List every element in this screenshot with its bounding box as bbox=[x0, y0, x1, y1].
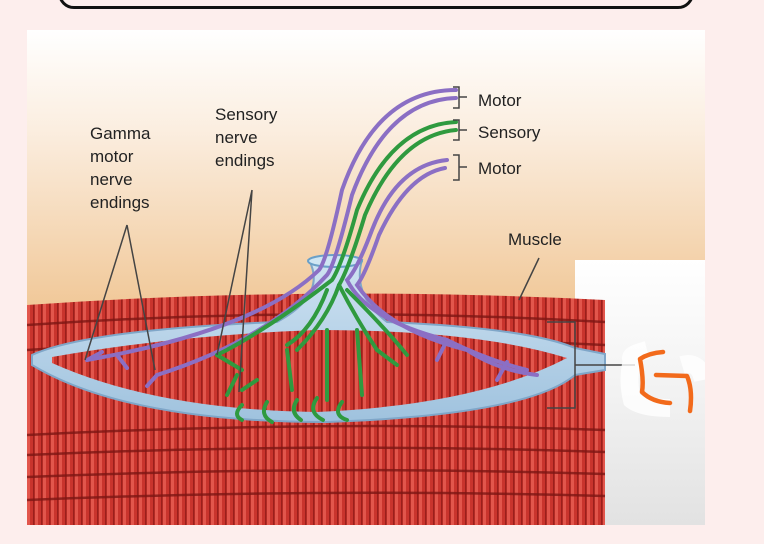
label-line: nerve bbox=[215, 128, 258, 147]
label-motor-top: Motor bbox=[478, 91, 522, 110]
label-sensory: Sensory bbox=[478, 123, 541, 142]
label-line: nerve bbox=[90, 170, 133, 189]
label-line: motor bbox=[90, 147, 134, 166]
label-line: Sensory bbox=[215, 105, 278, 124]
diagram-illustration bbox=[27, 30, 705, 525]
label-line: Gamma bbox=[90, 124, 151, 143]
label-sensory-nerve-endings: Sensory nerve endings bbox=[215, 103, 277, 172]
motor-nerves bbox=[85, 88, 539, 388]
label-muscle: Muscle bbox=[508, 230, 562, 249]
nerve-fibers bbox=[85, 88, 539, 424]
top-rounded-box bbox=[58, 0, 694, 9]
label-gamma-motor-nerve-endings: Gamma motor nerve endings bbox=[90, 122, 150, 214]
label-line: endings bbox=[90, 193, 150, 212]
label-motor-bottom: Motor bbox=[478, 159, 522, 178]
label-line: endings bbox=[215, 151, 275, 170]
leader-lines bbox=[84, 86, 635, 409]
muscle-spindle-diagram: Gamma motor nerve endings Sensory nerve … bbox=[27, 30, 705, 525]
sensory-nerves bbox=[215, 120, 458, 424]
